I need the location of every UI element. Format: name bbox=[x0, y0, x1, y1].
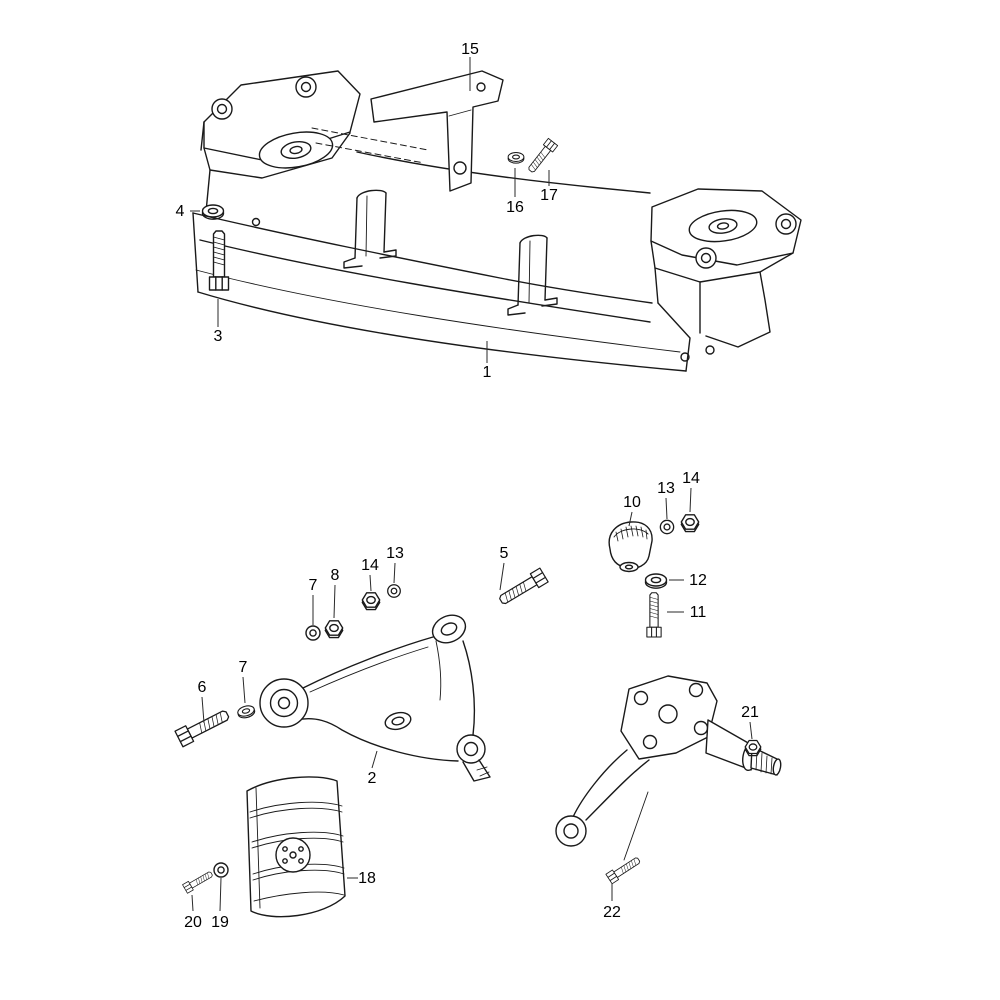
callout-3: 3 bbox=[214, 299, 223, 345]
protection-plate-drawing bbox=[246, 776, 346, 918]
callout-11: 11 bbox=[667, 604, 706, 621]
callout-7b: 7 bbox=[239, 659, 248, 704]
part-number-label: 7 bbox=[309, 577, 318, 594]
callout-14a: 14 bbox=[682, 470, 700, 513]
washer-7b-drawing bbox=[236, 703, 257, 721]
bolt-11-drawing bbox=[646, 592, 662, 638]
leader-line bbox=[749, 721, 753, 740]
part-number-label: 14 bbox=[361, 557, 379, 574]
callouts: 15 16 17 4 3 1 10 13 bbox=[176, 41, 759, 931]
part-number-label: 22 bbox=[603, 904, 621, 921]
nut-14a-drawing bbox=[680, 514, 700, 533]
part-number-label: 8 bbox=[331, 567, 340, 584]
nut-14b-drawing bbox=[361, 592, 381, 611]
callout-8: 8 bbox=[331, 567, 340, 619]
part-number-label: 5 bbox=[500, 545, 509, 562]
callout-12: 12 bbox=[669, 572, 707, 589]
control-arm-drawing bbox=[259, 614, 491, 782]
part-number-label: 20 bbox=[184, 914, 202, 931]
nut-21-drawing bbox=[744, 739, 762, 757]
leader-line bbox=[393, 562, 396, 584]
part-number-label: 19 bbox=[211, 914, 229, 931]
callout-20: 20 bbox=[184, 894, 202, 931]
washer-12-drawing bbox=[644, 573, 668, 589]
part-number-label: 14 bbox=[682, 470, 700, 487]
leader-line bbox=[689, 487, 692, 513]
part-number-label: 2 bbox=[368, 770, 377, 787]
bolt-3-drawing bbox=[208, 230, 230, 291]
callout-19: 19 bbox=[211, 877, 229, 931]
callout-13a: 13 bbox=[657, 480, 675, 520]
callout-13b: 13 bbox=[386, 545, 404, 584]
bushing-clamp-drawing bbox=[608, 521, 653, 573]
part-number-label: 15 bbox=[461, 41, 479, 58]
washer-19-drawing bbox=[213, 862, 229, 878]
part-number-label: 10 bbox=[623, 494, 641, 511]
leader-line bbox=[369, 574, 372, 592]
callout-7a: 7 bbox=[309, 577, 318, 625]
part-number-label: 11 bbox=[690, 604, 707, 621]
leader-line bbox=[191, 894, 194, 912]
callout-10: 10 bbox=[623, 494, 641, 527]
leader-line bbox=[219, 877, 222, 912]
washer-4-drawing bbox=[201, 204, 225, 220]
part-number-label: 12 bbox=[689, 572, 707, 589]
part-number-label: 7 bbox=[239, 659, 248, 676]
callout-4: 4 bbox=[176, 203, 200, 220]
leader-line bbox=[201, 696, 205, 724]
steering-knuckle-drawing bbox=[555, 675, 782, 861]
callout-14b: 14 bbox=[361, 557, 379, 592]
support-bracket-drawing bbox=[370, 70, 504, 192]
nut-8-drawing bbox=[324, 620, 344, 639]
part-number-label: 17 bbox=[540, 187, 558, 204]
washer-7a-drawing bbox=[305, 625, 321, 641]
part-number-label: 4 bbox=[176, 203, 185, 220]
crossmember-drawing bbox=[192, 70, 802, 372]
part-number-label: 13 bbox=[386, 545, 404, 562]
callout-6: 6 bbox=[198, 679, 207, 724]
washer-13b-drawing bbox=[387, 584, 401, 598]
bolt-5-drawing bbox=[496, 567, 549, 609]
leader-line bbox=[628, 511, 633, 527]
leader-line bbox=[333, 584, 336, 619]
callout-17: 17 bbox=[540, 170, 558, 204]
leader-line bbox=[665, 497, 668, 520]
part-number-label: 16 bbox=[506, 199, 524, 216]
callout-2: 2 bbox=[368, 750, 378, 787]
leader-line bbox=[499, 562, 505, 591]
part-number-label: 6 bbox=[198, 679, 207, 696]
callout-5: 5 bbox=[499, 545, 509, 591]
leader-line bbox=[371, 750, 378, 769]
washer-16-drawing bbox=[507, 151, 525, 164]
part-number-label: 18 bbox=[358, 870, 376, 887]
callout-1: 1 bbox=[483, 341, 492, 381]
callout-22: 22 bbox=[603, 884, 621, 921]
leader-line bbox=[242, 676, 246, 704]
part-number-label: 13 bbox=[657, 480, 675, 497]
callout-15: 15 bbox=[461, 41, 479, 91]
callout-16: 16 bbox=[506, 168, 524, 216]
bolt-17-drawing bbox=[525, 137, 559, 175]
callout-18: 18 bbox=[347, 870, 376, 887]
part-number-label: 1 bbox=[483, 364, 492, 381]
part-number-label: 3 bbox=[214, 328, 223, 345]
callout-21: 21 bbox=[741, 704, 759, 740]
bolt-20-drawing bbox=[182, 869, 215, 894]
washer-13a-drawing bbox=[659, 519, 675, 535]
part-number-label: 21 bbox=[741, 704, 759, 721]
